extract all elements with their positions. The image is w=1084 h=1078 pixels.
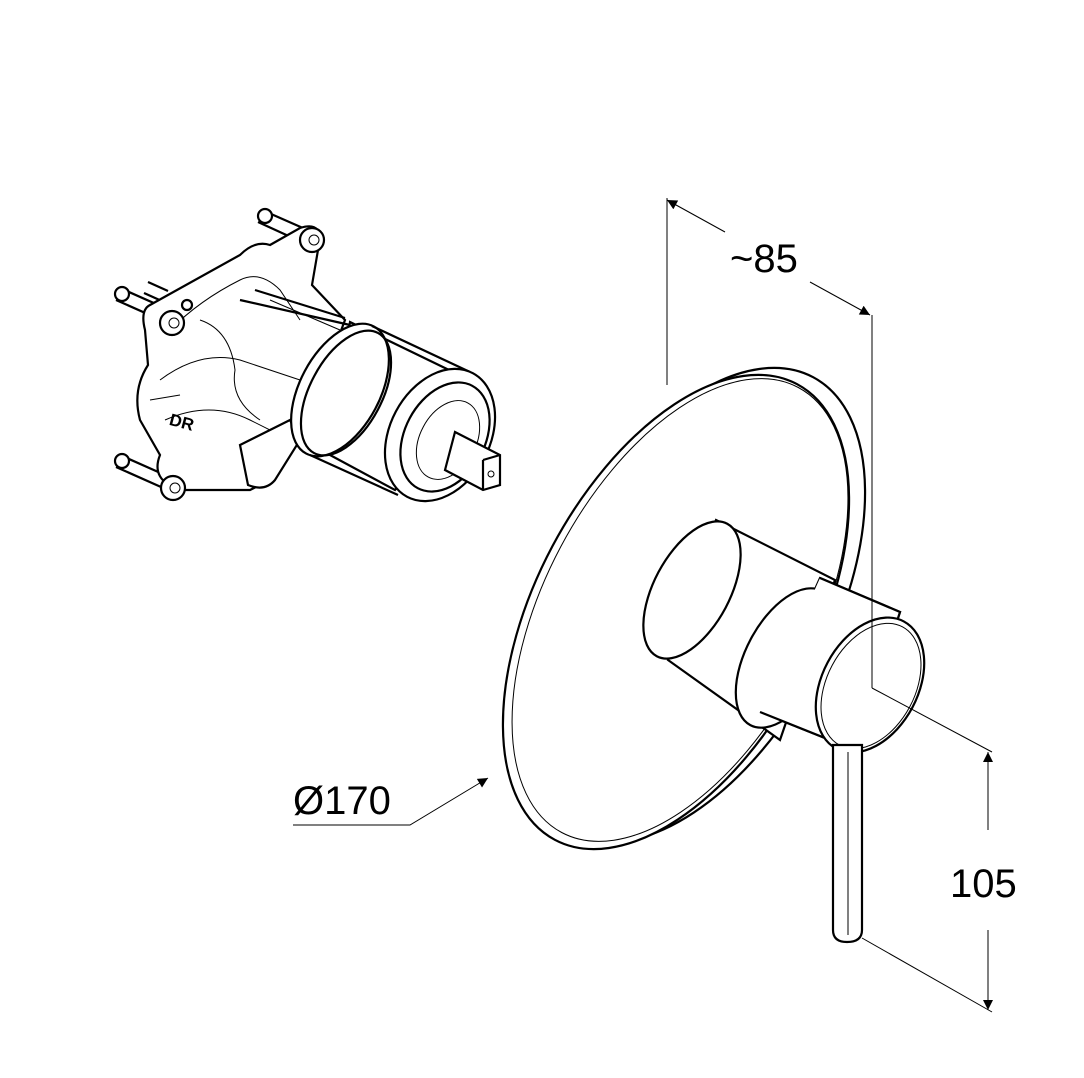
lower-bracket [238,418,302,489]
trim-assembly [501,366,926,944]
valve-cartridge [290,320,502,503]
mounting-screws [158,226,326,502]
spindle [443,430,502,492]
lever-length-label: 105 [950,862,1017,906]
dimension-lever-length: 105 [861,687,1017,1013]
dimension-depth: ~85 [666,198,873,688]
concealed-valve-body: DR [113,207,502,503]
depth-label: ~85 [730,237,798,281]
dimension-diameter: Ø170 [293,777,489,826]
diameter-label: Ø170 [293,779,391,823]
